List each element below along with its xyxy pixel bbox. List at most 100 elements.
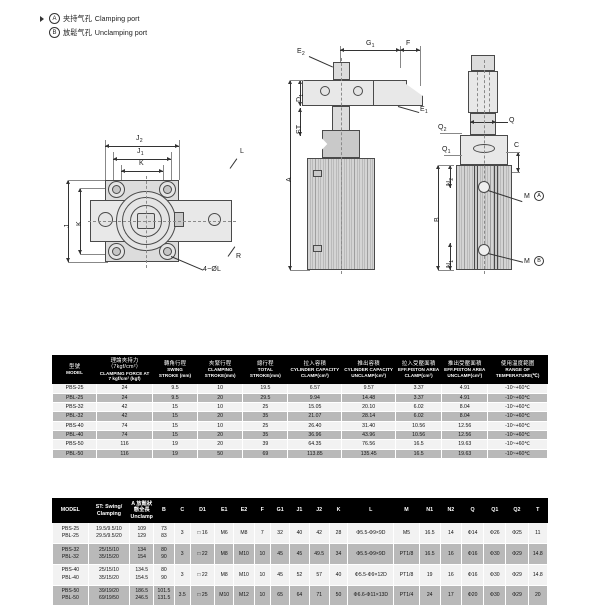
dim-label-e2: E2 xyxy=(297,48,305,57)
cell-value: -10~+60℃ xyxy=(487,439,548,450)
cell-q: Φ14 xyxy=(460,522,485,545)
legend-clamping-en: Clamping port xyxy=(94,14,140,23)
cell-value: 8.04 xyxy=(441,411,489,422)
technical-drawings: J2 J1 K J K T xyxy=(64,40,544,274)
cell-j1: 45 xyxy=(289,543,310,565)
cell-d1: □ 22 xyxy=(189,563,216,586)
dimension-th: C xyxy=(173,497,191,524)
barrel-port-lower xyxy=(313,245,322,252)
cell-value: 116 xyxy=(96,448,153,460)
cell-f: 7 xyxy=(253,522,271,545)
cell-value: 9.57 xyxy=(341,383,397,394)
cell-c: 3 xyxy=(173,522,191,545)
cell-value: 15 xyxy=(151,402,199,413)
cell-j2: 42 xyxy=(308,522,330,545)
cell-model: PBL-25 xyxy=(51,392,98,404)
cell-value: 10.56 xyxy=(395,430,443,441)
cell-value: 50 xyxy=(197,448,244,460)
cell-value: 39 xyxy=(242,439,289,450)
cell-value: -10~+60℃ xyxy=(487,430,548,441)
port-a-circle-icon: A xyxy=(534,191,544,201)
cell-n1: 16.5 xyxy=(418,522,441,545)
cell-f: 10 xyxy=(253,563,271,586)
cell-value: 42 xyxy=(96,402,153,413)
cell-value: 43.96 xyxy=(341,430,397,441)
cell-g1: 45 xyxy=(269,543,291,565)
cell-q1: Φ30 xyxy=(483,584,507,606)
cell-j2: 49.5 xyxy=(308,543,330,565)
dim-label-j1: J1 xyxy=(137,148,144,157)
cell-e2: M8 xyxy=(233,522,255,545)
cell-value: 12.56 xyxy=(441,430,489,441)
cell-e2: M10 xyxy=(233,563,255,586)
cell-value: -10~+60℃ xyxy=(487,411,548,422)
cell-value: 9.94 xyxy=(287,392,343,404)
cell-f: 10 xyxy=(253,584,271,606)
cell-n2: 16 xyxy=(439,563,462,586)
cell-value: 64.35 xyxy=(287,439,343,450)
cell-k: 50 xyxy=(328,584,349,606)
cell-d1: □ 16 xyxy=(189,522,216,545)
cell-m: PT1/8 xyxy=(393,563,420,586)
legend-clamping-cn: 夹持气孔 xyxy=(63,14,92,23)
cell-e1: M10 xyxy=(214,584,235,606)
dimension-th: L xyxy=(347,497,395,524)
cell-value: 20 xyxy=(197,411,244,422)
cell-value: -10~+60℃ xyxy=(487,383,548,394)
dim-label-b: B xyxy=(434,217,441,222)
th-capacity-unclamp-cn: 推出容積 xyxy=(357,360,380,367)
cell-k: 34 xyxy=(328,543,349,565)
cell-value: 19.63 xyxy=(441,439,489,450)
cell-model: PBS-40 xyxy=(51,420,98,432)
cell-e1: M6 xyxy=(214,522,235,545)
dim-label-e1: E1 xyxy=(420,106,428,115)
dim-label-d1: D1 xyxy=(296,93,305,102)
dim-label-st: ST xyxy=(296,124,303,134)
cell-value: 76.56 xyxy=(341,439,397,450)
dimension-th: J1 xyxy=(289,497,310,524)
dimension-th: D1 xyxy=(189,497,216,524)
cell-q2: Φ29 xyxy=(505,584,529,606)
cell-q1: Φ26 xyxy=(483,522,507,545)
cell-value: -10~+60℃ xyxy=(487,420,548,432)
arm-hole-left xyxy=(98,212,113,227)
cell-value: 19 xyxy=(151,439,199,450)
rear-view-centre-band-right xyxy=(494,165,498,270)
dimension-th: G1 xyxy=(269,497,291,524)
dim-label-g1: G1 xyxy=(366,40,375,49)
cell-j2: 57 xyxy=(308,563,330,586)
dim-label-n1: N1 xyxy=(446,259,455,268)
cell-d1: □ 25 xyxy=(189,584,216,606)
cell-c: 3 xyxy=(173,543,191,565)
cell-value: 19 xyxy=(151,448,199,460)
dimension-th: Q xyxy=(460,497,485,524)
th-total-stroke-cn: 總行程 xyxy=(256,360,274,367)
rear-view-neck xyxy=(470,113,496,135)
cell-value: 19.5 xyxy=(242,383,289,394)
cell-value: -10~+60℃ xyxy=(487,402,548,413)
cell-value: 6.57 xyxy=(287,383,343,394)
callout-4-phi-l: 4−ØL xyxy=(203,266,222,273)
cell-g1: 65 xyxy=(269,584,291,606)
callout-l: L xyxy=(240,148,245,155)
